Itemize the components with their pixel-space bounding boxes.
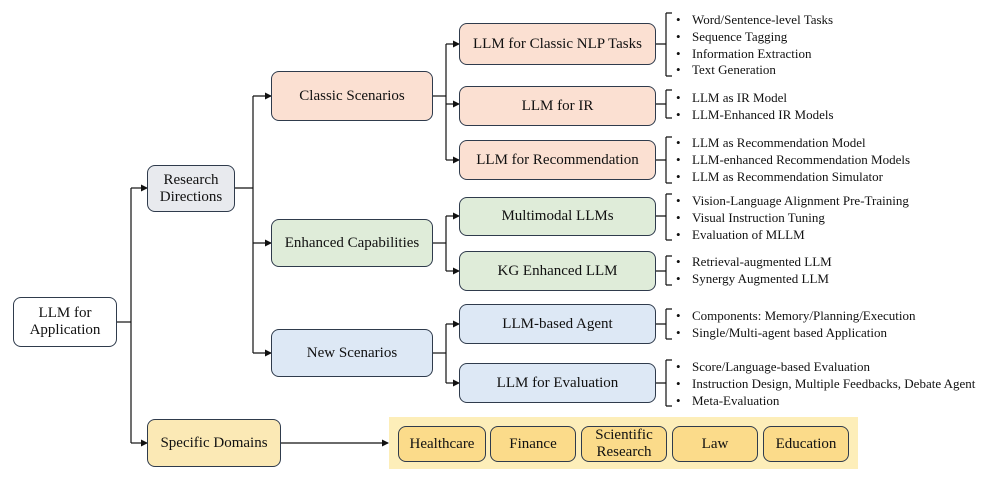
list-item: Meta-Evaluation (672, 393, 975, 410)
llm-for-ir-node: LLM for IR (459, 86, 656, 126)
bracket (656, 359, 672, 407)
list-item: Text Generation (672, 62, 833, 79)
classic-scenarios-node: Classic Scenarios (271, 71, 433, 121)
list-item: Retrieval-augmented LLM (672, 254, 832, 271)
list-item: LLM as Recommendation Simulator (672, 169, 910, 186)
list-item: LLM-Enhanced IR Models (672, 107, 834, 124)
bracket (656, 255, 672, 286)
llm-for-ir-list: LLM as IR Model LLM-Enhanced IR Models (672, 90, 834, 124)
enhanced-capabilities-node: Enhanced Capabilities (271, 219, 433, 267)
list-item: Word/Sentence-level Tasks (672, 12, 833, 29)
bracket (656, 193, 672, 241)
llm-based-agent-list: Components: Memory/Planning/Execution Si… (672, 308, 916, 342)
llm-for-evaluation-node: LLM for Evaluation (459, 363, 656, 403)
multimodal-llms-list: Vision-Language Alignment Pre-Training V… (672, 193, 909, 243)
list-item: Synergy Augmented LLM (672, 271, 832, 288)
llm-based-agent-node: LLM-based Agent (459, 304, 656, 344)
bracket (656, 12, 672, 77)
list-item: Sequence Tagging (672, 29, 833, 46)
root-node: LLM for Application (13, 297, 117, 347)
list-item: Evaluation of MLLM (672, 227, 909, 244)
list-item: LLM as Recommendation Model (672, 135, 910, 152)
specific-domains-node: Specific Domains (147, 419, 281, 467)
list-item: Vision-Language Alignment Pre-Training (672, 193, 909, 210)
domain-scientific-research: Scientific Research (581, 426, 667, 462)
llm-for-recommendation-node: LLM for Recommendation (459, 140, 656, 180)
list-item: Visual Instruction Tuning (672, 210, 909, 227)
list-item: Components: Memory/Planning/Execution (672, 308, 916, 325)
classic-nlp-tasks-list: Word/Sentence-level Tasks Sequence Taggi… (672, 12, 833, 79)
bracket (656, 89, 672, 119)
list-item: LLM-enhanced Recommendation Models (672, 152, 910, 169)
domain-law: Law (672, 426, 758, 462)
classic-nlp-tasks-node: LLM for Classic NLP Tasks (459, 23, 656, 65)
domain-healthcare: Healthcare (398, 426, 486, 462)
list-item: LLM as IR Model (672, 90, 834, 107)
llm-for-recommendation-list: LLM as Recommendation Model LLM-enhanced… (672, 135, 910, 185)
new-scenarios-node: New Scenarios (271, 329, 433, 377)
list-item: Score/Language-based Evaluation (672, 359, 975, 376)
kg-enhanced-llm-list: Retrieval-augmented LLM Synergy Augmente… (672, 254, 832, 288)
domain-education: Education (763, 426, 849, 462)
bracket (656, 136, 672, 184)
list-item: Instruction Design, Multiple Feedbacks, … (672, 376, 975, 393)
list-item: Information Extraction (672, 46, 833, 63)
multimodal-llms-node: Multimodal LLMs (459, 197, 656, 236)
research-directions-node: Research Directions (147, 165, 235, 212)
kg-enhanced-llm-node: KG Enhanced LLM (459, 251, 656, 291)
llm-for-evaluation-list: Score/Language-based Evaluation Instruct… (672, 359, 975, 409)
bracket (656, 308, 672, 340)
list-item: Single/Multi-agent based Application (672, 325, 916, 342)
domain-finance: Finance (490, 426, 576, 462)
